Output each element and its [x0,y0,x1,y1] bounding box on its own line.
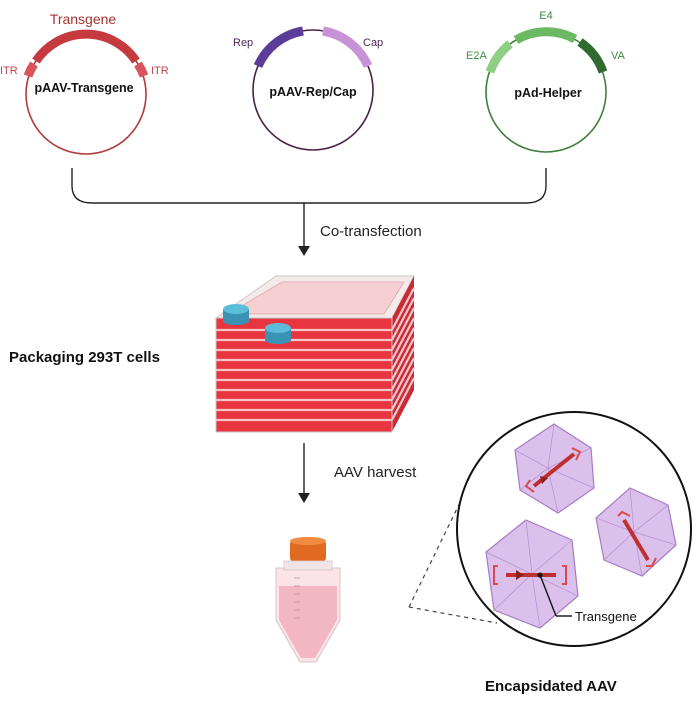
itr-right-arc [134,61,149,78]
flask-right-side [392,276,414,432]
flask-layers [216,287,415,422]
flask-cap-1 [223,304,249,325]
plasmid-helper-name: pAd-Helper [514,86,582,100]
va-arc [577,38,608,74]
aav-capsid [514,423,595,514]
capsid-dna [617,510,657,567]
plasmid-repcap: Rep Cap pAAV-Rep/Cap [233,26,383,151]
cap-arc [322,26,373,68]
tube-liquid [279,586,337,658]
transfection-arrow-head [298,246,310,256]
plasmid-repcap-name: pAAV-Rep/Cap [269,85,357,99]
itr-left-arc [23,61,38,78]
itr-right-label: ITR [151,65,169,77]
zoom-line-bottom [408,606,498,624]
flask-cap-2 [265,323,291,344]
harvest-label: AAV harvest [334,464,417,481]
cap-label: Cap [363,37,383,49]
capsid-dna [524,447,582,493]
plasmid-transgene: Transgene ITR ITR pAAV-Transgene [0,11,169,155]
packaging-label: Packaging 293T cells [9,349,160,366]
e2a-arc [485,40,513,74]
e4-label: E4 [539,10,552,22]
rep-label: Rep [233,37,253,49]
aav-capsid [485,519,579,629]
aav-capsid [595,487,677,577]
flask-front-body [216,318,392,432]
transgene-insert-label: Transgene [50,11,117,27]
conical-tube [275,537,341,663]
encapsidated-label: Encapsidated AAV [485,678,617,695]
transgene-insert-arc [32,29,140,64]
cell-stack-flask [214,275,415,433]
transfection-label: Co-transfection [320,223,422,240]
tube-cap [290,541,326,561]
rep-arc [253,26,304,68]
itr-left-label: ITR [0,65,18,77]
merge-bracket [71,168,547,204]
plasmid-repcap-backbone [252,29,374,151]
harvest-arrow-head [298,493,310,503]
transgene-pointer [539,574,557,617]
plasmid-transgene-name: pAAV-Transgene [34,81,133,95]
callout-transgene-label: Transgene [575,609,637,624]
flask-top-media [226,281,405,315]
e4-arc [513,27,578,44]
e2a-label: E2A [466,50,487,62]
va-label: VA [611,50,626,62]
plasmid-helper: E4 E2A VA pAd-Helper [466,10,626,153]
capsid-dna [493,565,567,585]
